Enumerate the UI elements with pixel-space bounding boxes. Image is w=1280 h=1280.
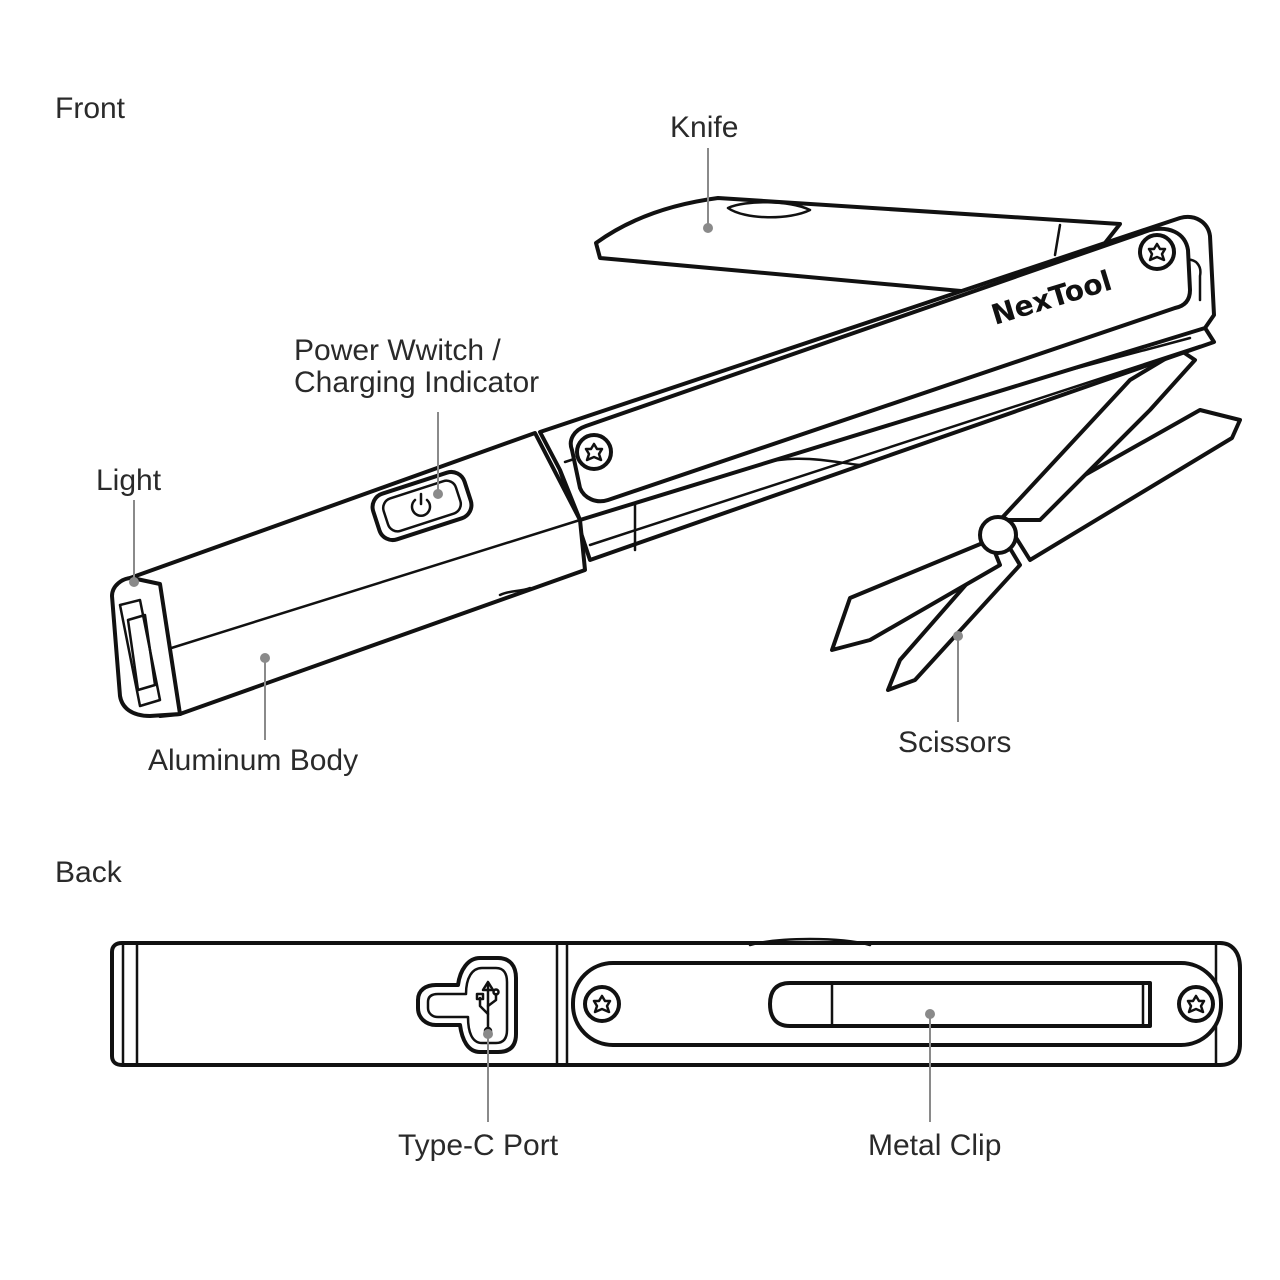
back-tool-drawing [110,937,1242,1067]
front-leaders [129,148,963,740]
knife-blade [594,196,1122,302]
power-switch-label: Power Wwitch / [294,334,501,367]
torx-screw-icon [1177,985,1215,1023]
aluminum-body-label: Aluminum Body [148,744,358,777]
front-tool-drawing: NexTool [110,196,1242,718]
metal-clip [571,961,1223,1047]
charging-indicator-label: Charging Indicator [294,366,539,399]
torx-screw-icon [1138,233,1176,271]
scissors [830,348,1242,692]
aluminum-body [110,431,587,718]
light-head [110,576,182,718]
usb-icon [475,980,500,1036]
handle-cover: NexTool [538,215,1216,522]
torx-screw-icon [575,433,613,471]
scissors-label: Scissors [898,726,1011,759]
metal-clip-label: Metal Clip [868,1129,1001,1162]
type-c-port [416,956,518,1054]
power-switch [370,469,474,543]
front-section-title: Front [55,92,126,125]
back-section-title: Back [55,856,123,889]
back-leaders [483,1009,935,1122]
light-label: Light [96,464,162,497]
type-c-port-label: Type-C Port [398,1129,559,1162]
knife-label: Knife [670,111,738,144]
power-icon [410,492,432,517]
torx-screw-icon [583,985,621,1023]
